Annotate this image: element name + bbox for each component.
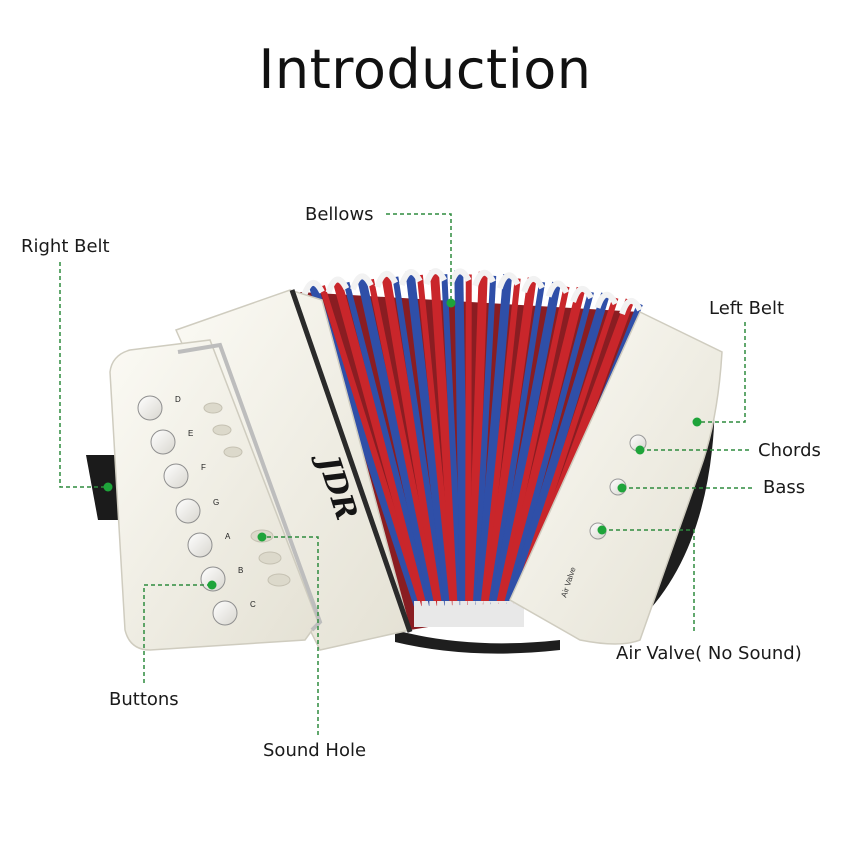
bellow-corner bbox=[490, 601, 501, 627]
right-belt-marker bbox=[103, 482, 113, 492]
bass-label: Bass bbox=[763, 477, 806, 498]
bellow-corner bbox=[498, 601, 509, 627]
bellow-fold bbox=[488, 281, 546, 606]
bellow-corner bbox=[506, 601, 517, 627]
bellow-fold bbox=[319, 285, 425, 606]
treble-button[interactable] bbox=[212, 600, 238, 626]
bellow-corner bbox=[619, 298, 643, 316]
bellow-fold bbox=[380, 272, 446, 606]
chords-label: Chords bbox=[758, 440, 821, 461]
bellow-fold bbox=[343, 281, 433, 606]
bellow-fold bbox=[475, 273, 513, 606]
button-note-label: E bbox=[188, 429, 193, 438]
bass-marker bbox=[617, 483, 627, 493]
button-note-label: B bbox=[238, 566, 243, 575]
bellow-corner bbox=[483, 601, 494, 627]
bellow-fold bbox=[480, 278, 521, 606]
bellow-corner bbox=[447, 268, 472, 286]
sound-hole-label: Sound Hole bbox=[263, 740, 367, 761]
bellow-fold bbox=[503, 291, 594, 606]
button-note-label: D bbox=[175, 395, 181, 404]
bellow-corner bbox=[514, 601, 524, 627]
treble-button[interactable] bbox=[137, 395, 163, 421]
marker-dots bbox=[103, 298, 702, 590]
bellow-corner bbox=[460, 601, 471, 627]
bellows-label: Bellows bbox=[305, 204, 374, 225]
bellow-corner bbox=[423, 268, 447, 286]
keyboard-panel bbox=[109, 339, 319, 651]
bellows-leader bbox=[386, 213, 452, 303]
bellow-corner bbox=[545, 280, 570, 298]
right-belt-label: Right Belt bbox=[21, 236, 110, 257]
bellow-corner bbox=[444, 601, 455, 627]
button-note-label: A bbox=[225, 532, 231, 541]
buttons-leader bbox=[143, 584, 212, 683]
bellow-fold bbox=[467, 271, 488, 606]
bellow-fold bbox=[454, 270, 469, 606]
bellow-fold bbox=[429, 269, 461, 606]
bellow-corner bbox=[475, 601, 486, 627]
bellow-fold bbox=[490, 281, 562, 606]
bellow-corner bbox=[472, 269, 496, 287]
page-title: Introduction bbox=[258, 38, 592, 101]
bellow-corner bbox=[594, 291, 619, 309]
chords-marker bbox=[635, 445, 645, 455]
bellow-fold bbox=[356, 274, 438, 606]
sound-hole-marker bbox=[257, 532, 267, 542]
left-belt-label: Left Belt bbox=[709, 298, 785, 319]
treble-button[interactable] bbox=[163, 463, 189, 489]
button-note-label: C bbox=[250, 600, 256, 609]
air-valve-label: Air Valve( No Sound) bbox=[616, 643, 802, 664]
right-belt-leader bbox=[59, 262, 108, 488]
sound-hole-leader bbox=[262, 536, 319, 735]
button-note-label: F bbox=[201, 463, 206, 472]
bellow-corner bbox=[437, 601, 448, 627]
bellow-corner bbox=[350, 273, 374, 291]
treble-button[interactable] bbox=[150, 429, 176, 455]
bellow-fold bbox=[495, 285, 570, 606]
air-valve-leader bbox=[602, 529, 695, 632]
bellow-fold bbox=[472, 275, 497, 606]
bellow-fold bbox=[405, 270, 454, 606]
bellow-fold bbox=[416, 274, 456, 606]
bellow-fold bbox=[392, 276, 449, 606]
left-belt-marker bbox=[692, 417, 702, 427]
bellow-corner bbox=[467, 601, 478, 627]
keyboard-rail bbox=[177, 342, 323, 632]
bellow-corner bbox=[521, 276, 545, 294]
bellow-corner bbox=[399, 269, 423, 287]
left-belt-leader bbox=[697, 322, 746, 423]
bellow-corner bbox=[496, 272, 521, 290]
bellow-corner bbox=[421, 601, 432, 627]
bellow-fold bbox=[332, 277, 431, 607]
treble-button[interactable] bbox=[175, 498, 201, 524]
bellow-corner bbox=[374, 270, 399, 288]
button-note-label: G bbox=[213, 498, 219, 507]
buttons-label: Buttons bbox=[109, 689, 179, 710]
bellow-corner bbox=[429, 601, 440, 627]
bellow-corner bbox=[570, 285, 594, 303]
treble-button[interactable] bbox=[187, 532, 213, 558]
bellow-fold bbox=[482, 277, 537, 606]
bellow-fold bbox=[441, 274, 464, 606]
buttons-marker bbox=[207, 580, 217, 590]
bellows bbox=[300, 268, 643, 630]
air-valve-marker bbox=[597, 525, 607, 535]
bellow-corner bbox=[452, 601, 463, 627]
bellow-fold bbox=[506, 292, 610, 607]
bellow-corner bbox=[325, 276, 350, 294]
bellow-corner bbox=[301, 280, 325, 298]
bellow-fold bbox=[367, 278, 441, 606]
bellow-fold bbox=[465, 274, 472, 606]
leader-lines bbox=[59, 213, 752, 735]
body-separator bbox=[289, 289, 413, 633]
bottom-strap bbox=[395, 630, 560, 654]
bellow-corner bbox=[414, 601, 424, 627]
bellow-fold bbox=[498, 286, 586, 607]
bellows-marker bbox=[446, 298, 456, 308]
bass-body bbox=[509, 310, 723, 645]
